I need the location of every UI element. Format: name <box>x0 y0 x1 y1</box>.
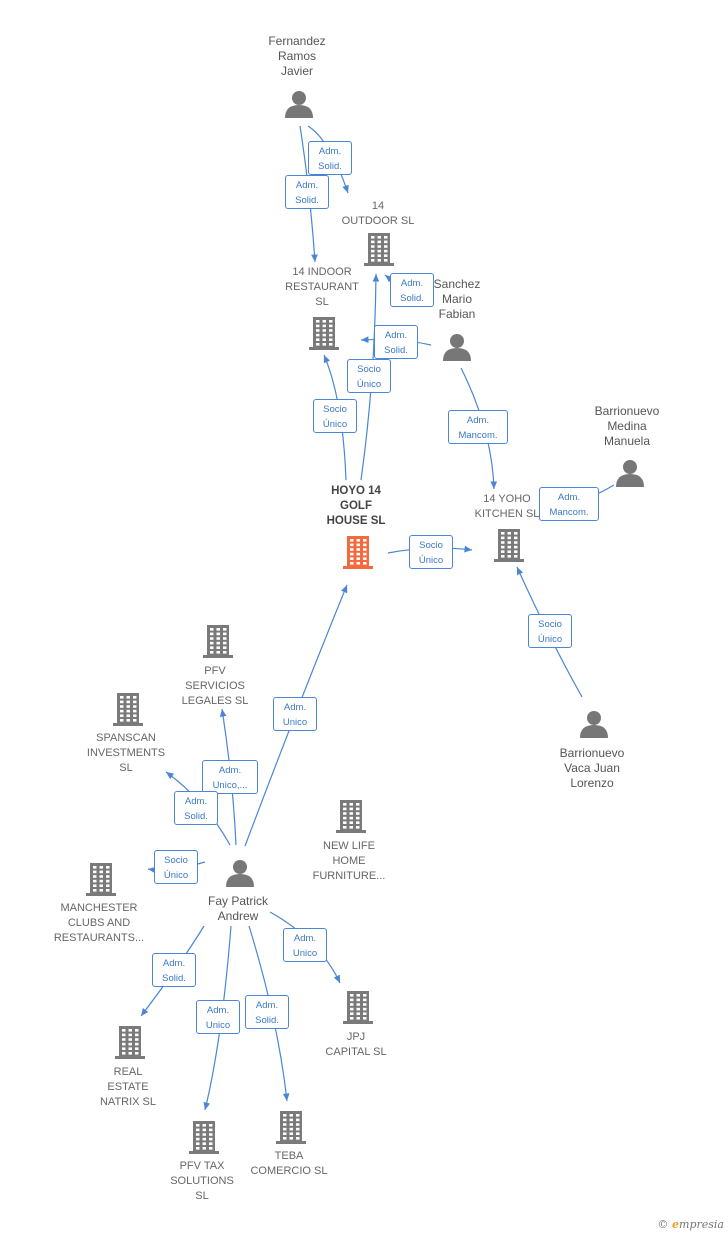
building-icon-indoor[interactable] <box>309 317 339 350</box>
building-icon-pfvtax[interactable] <box>189 1121 219 1154</box>
edge-label-fay-to-hoyo[interactable]: Adm. Unico <box>273 697 317 731</box>
node-label-jpj[interactable]: JPJ CAPITAL SL <box>325 1031 387 1058</box>
node-label-spanscan[interactable]: SPANSCAN INVESTMENTS SL <box>86 732 166 774</box>
edge-label-hoyo-to-outdoor[interactable]: Socio Único <box>347 359 391 393</box>
building-icon-jpj[interactable] <box>343 991 373 1024</box>
building-icon-pfvserv[interactable] <box>203 625 233 658</box>
building-icon-manchester[interactable] <box>86 863 116 896</box>
person-icon-fernandez[interactable] <box>285 91 313 118</box>
person-icon-sanchez[interactable] <box>443 334 471 361</box>
edge-label-hoyo-to-indoor[interactable]: Socio Único <box>313 399 357 433</box>
node-label-yoho[interactable]: 14 YOHO KITCHEN SL <box>474 493 540 520</box>
edge-label-fernandez-to-outdoor[interactable]: Adm. Solid. <box>308 141 352 175</box>
edge-label-fay-to-pfvtax[interactable]: Adm. Solid. <box>245 995 289 1029</box>
copyright-symbol: © <box>657 1218 669 1231</box>
edge-label-medina-to-yoho[interactable]: Adm. Mancom. <box>539 487 599 521</box>
person-icon-fay[interactable] <box>226 860 254 887</box>
edge-label-sanchez-to-yoho[interactable]: Adm. Mancom. <box>448 410 508 444</box>
building-icon-outdoor[interactable] <box>364 233 394 266</box>
edge-label-sanchez-to-indoor[interactable]: Adm. Solid. <box>374 325 418 359</box>
building-icon-newlife[interactable] <box>336 800 366 833</box>
edge-label-fay-to-jpj[interactable]: Adm. Solid. <box>152 953 196 987</box>
node-label-indoor[interactable]: 14 INDOOR RESTAURANT SL <box>285 266 359 308</box>
node-label-manchester[interactable]: MANCHESTER CLUBS AND RESTAURANTS... <box>53 902 145 944</box>
building-icon-spanscan[interactable] <box>113 693 143 726</box>
brand-logo-letter: e <box>672 1218 680 1231</box>
icons-layer <box>86 91 644 1154</box>
node-label-hoyo[interactable]: HOYO 14 GOLF HOUSE SL <box>326 485 386 527</box>
node-label-realestate[interactable]: REAL ESTATE NATRIX SL <box>99 1066 157 1108</box>
edge-label-hoyo-to-yoho[interactable]: Socio Único <box>409 535 453 569</box>
node-label-fay[interactable]: Fay Patrick Andrew <box>207 894 269 923</box>
brand-watermark: © empresia <box>658 1218 724 1231</box>
building-icon-hoyo[interactable] <box>343 536 373 569</box>
node-label-vaca[interactable]: Barrionuevo Vaca Juan Lorenzo <box>559 746 625 790</box>
edge-label-fay-to-realestate[interactable]: Adm. Unico <box>196 1000 240 1034</box>
building-icon-realestate[interactable] <box>115 1026 145 1059</box>
node-label-pfvtax[interactable]: PFV TAX SOLUTIONS SL <box>170 1160 234 1202</box>
person-icon-medina[interactable] <box>616 460 644 487</box>
edge-label-fernandez-to-indoor[interactable]: Adm. Solid. <box>285 175 329 209</box>
node-label-fernandez[interactable]: Fernandez Ramos Javier <box>268 34 326 78</box>
node-label-sanchez[interactable]: Sanchez Mario Fabian <box>433 277 481 321</box>
edge-label-sanchez-to-outdoor[interactable]: Adm. Solid. <box>390 273 434 307</box>
node-label-teba[interactable]: TEBA COMERCIO SL <box>250 1150 328 1177</box>
building-icon-teba[interactable] <box>276 1111 306 1144</box>
node-label-pfvserv[interactable]: PFV SERVICIOS LEGALES SL <box>181 665 249 707</box>
edge-label-fay-to-pfvserv[interactable]: Adm. Unico,... <box>202 760 258 794</box>
node-label-newlife[interactable]: NEW LIFE HOME FURNITURE... <box>312 840 386 882</box>
person-icon-vaca[interactable] <box>580 711 608 738</box>
node-label-medina[interactable]: Barrionuevo Medina Manuela <box>594 404 660 448</box>
building-icon-yoho[interactable] <box>494 529 524 562</box>
brand-logo-text: mpresia <box>679 1218 724 1231</box>
node-label-outdoor[interactable]: 14 OUTDOOR SL <box>341 200 415 227</box>
edge-label-vaca-to-yoho[interactable]: Socio Único <box>528 614 572 648</box>
edge-label-fay-to-newlife[interactable]: Socio Único <box>154 850 198 884</box>
edge-label-fay-to-manchester[interactable]: Adm. Unico <box>283 928 327 962</box>
edge-label-fay-to-spanscan[interactable]: Adm. Solid. <box>174 791 218 825</box>
